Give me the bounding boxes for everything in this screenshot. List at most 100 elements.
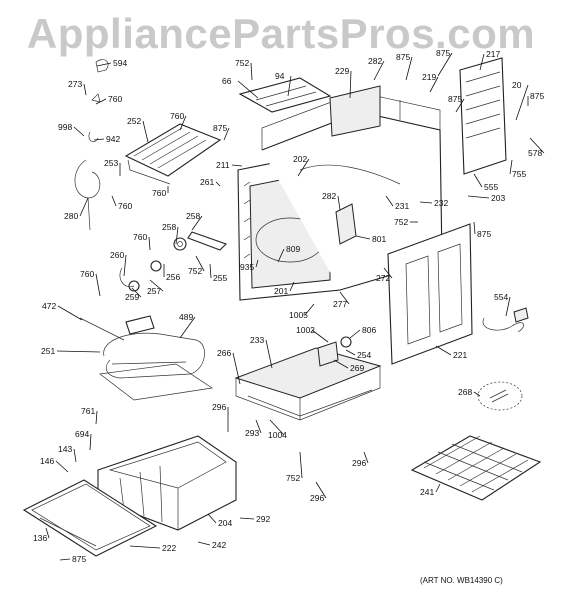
callout-leader [299,451,303,479]
callout-leader [419,201,433,204]
callout-935: 935 [240,259,259,272]
top-vent-bracket [238,77,332,113]
part-number-label: 241 [420,487,434,497]
callout-760: 760 [170,111,187,131]
part-number-label: 998 [58,122,72,132]
callout-875: 875 [213,123,230,141]
callout-221: 221 [435,345,467,360]
part-number-label: 266 [217,348,231,358]
callout-leader [175,226,179,245]
callout-leader [45,527,50,539]
part-number-label: 242 [212,540,226,550]
callout-leader [237,80,259,99]
part-number-label: 752 [394,217,408,227]
part-number-label: 143 [58,444,72,454]
callout-leader [437,52,453,77]
part-number-label: 252 [127,116,141,126]
callout-277: 277 [333,291,350,309]
part-number-label: 259 [125,292,139,302]
callout-leader [255,259,259,268]
callout-leader [57,305,83,321]
callout-leader [473,391,481,397]
part-number-label: 694 [75,429,89,439]
callout-229: 229 [335,66,352,99]
callout-136: 136 [33,527,50,543]
callout-leader [195,255,205,272]
part-number-label: 942 [106,134,120,144]
callout-231: 231 [385,195,409,211]
callout-266: 266 [217,348,241,385]
callout-leader [373,60,385,81]
callout-leader [473,173,483,188]
callout-leader [505,296,511,317]
callout-leader [223,127,230,141]
callout-217: 217 [479,49,500,71]
part-number-label: 760 [152,188,166,198]
callout-875: 875 [436,48,453,77]
part-number-label: 1004 [268,430,287,440]
callout-leader [345,349,356,356]
callout-leader [529,137,545,154]
part-number-label: 203 [491,193,505,203]
part-number-label: 472 [42,301,56,311]
callout-752: 752 [235,58,253,81]
callout-leader [473,221,476,235]
callout-875: 875 [473,221,491,239]
callout-554: 554 [494,292,511,317]
part-number-label: 251 [41,346,55,356]
callout-94: 94 [275,71,292,97]
part-number-label: 760 [108,94,122,104]
callout-251: 251 [41,346,101,356]
callout-296: 296 [310,481,327,503]
callout-leader [337,195,341,211]
part-number-label: 253 [104,158,118,168]
part-number-label: 219 [422,72,436,82]
callout-272: 272 [376,267,393,283]
callout-leader [479,53,485,71]
callout-472: 472 [42,301,83,321]
callout-261: 261 [200,177,221,187]
callout-760: 760 [80,269,101,297]
callout-leader [142,120,149,143]
hardware-kit [477,381,523,411]
part-number-label: 254 [357,350,371,360]
callout-282: 282 [322,191,341,211]
callout-leader [131,287,142,298]
callout-219: 219 [422,72,439,93]
part-number-label: 875 [213,123,227,133]
part-number-label: 554 [494,292,508,302]
part-number-label: 293 [245,428,259,438]
part-number-label: 296 [212,402,226,412]
callout-875: 875 [396,52,413,81]
callout-leader [179,316,196,339]
part-number-label: 282 [368,56,382,66]
part-number-label: 296 [310,493,324,503]
part-number-label: 875 [436,48,450,58]
callout-leader [83,83,87,96]
callout-269: 269 [333,359,364,373]
part-number-label: 202 [293,154,307,164]
part-number-label: 760 [80,269,94,279]
callout-211: 211 [216,160,243,170]
callout-296: 296 [352,451,369,468]
part-number-label: 875 [448,94,462,104]
callout-273: 273 [68,79,87,96]
oven-rack-small [79,317,213,401]
callout-222: 222 [129,543,176,553]
callout-leader [73,448,77,463]
door-hinge-parts [119,231,228,292]
part-number-label: 255 [213,273,227,283]
callout-leader [363,451,369,464]
callout-leader [277,248,285,263]
callout-leader [265,339,273,369]
callout-292: 292 [239,514,270,524]
bake-element-connector [335,203,357,245]
callout-leader [123,254,127,277]
callout-leader [89,433,92,451]
callout-leader [429,76,439,93]
part-number-label: 760 [170,111,184,121]
part-number-label: 489 [179,312,193,322]
part-number-label: 280 [64,211,78,221]
callout-1002: 1002 [296,325,329,343]
